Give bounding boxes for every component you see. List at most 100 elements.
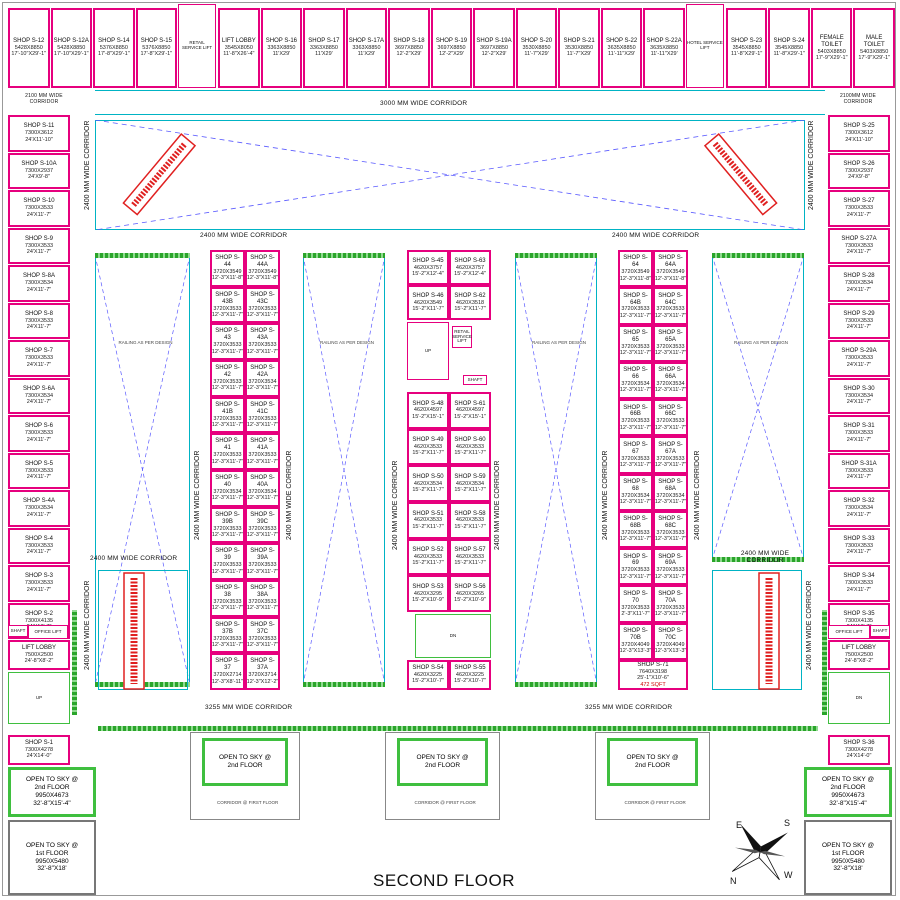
lift-lobby-left[interactable]: LIFT LOBBY 7500X2500 24'-8"X8'-2" <box>8 640 70 670</box>
shop-s-71[interactable]: SHOP S-71 7640X3198 25'-1"X10'-6" 472 SQ… <box>618 660 688 690</box>
lift-lobby-right[interactable]: LIFT LOBBY 7500X2500 24'-8"X8'-2" <box>828 640 890 670</box>
shop-s-36[interactable]: SHOP S-36 7300X4278 24'X14'-0" <box>828 735 890 765</box>
shop-s-1[interactable]: SHOP S-1 7300X4278 24'X14'-0" <box>8 735 70 765</box>
